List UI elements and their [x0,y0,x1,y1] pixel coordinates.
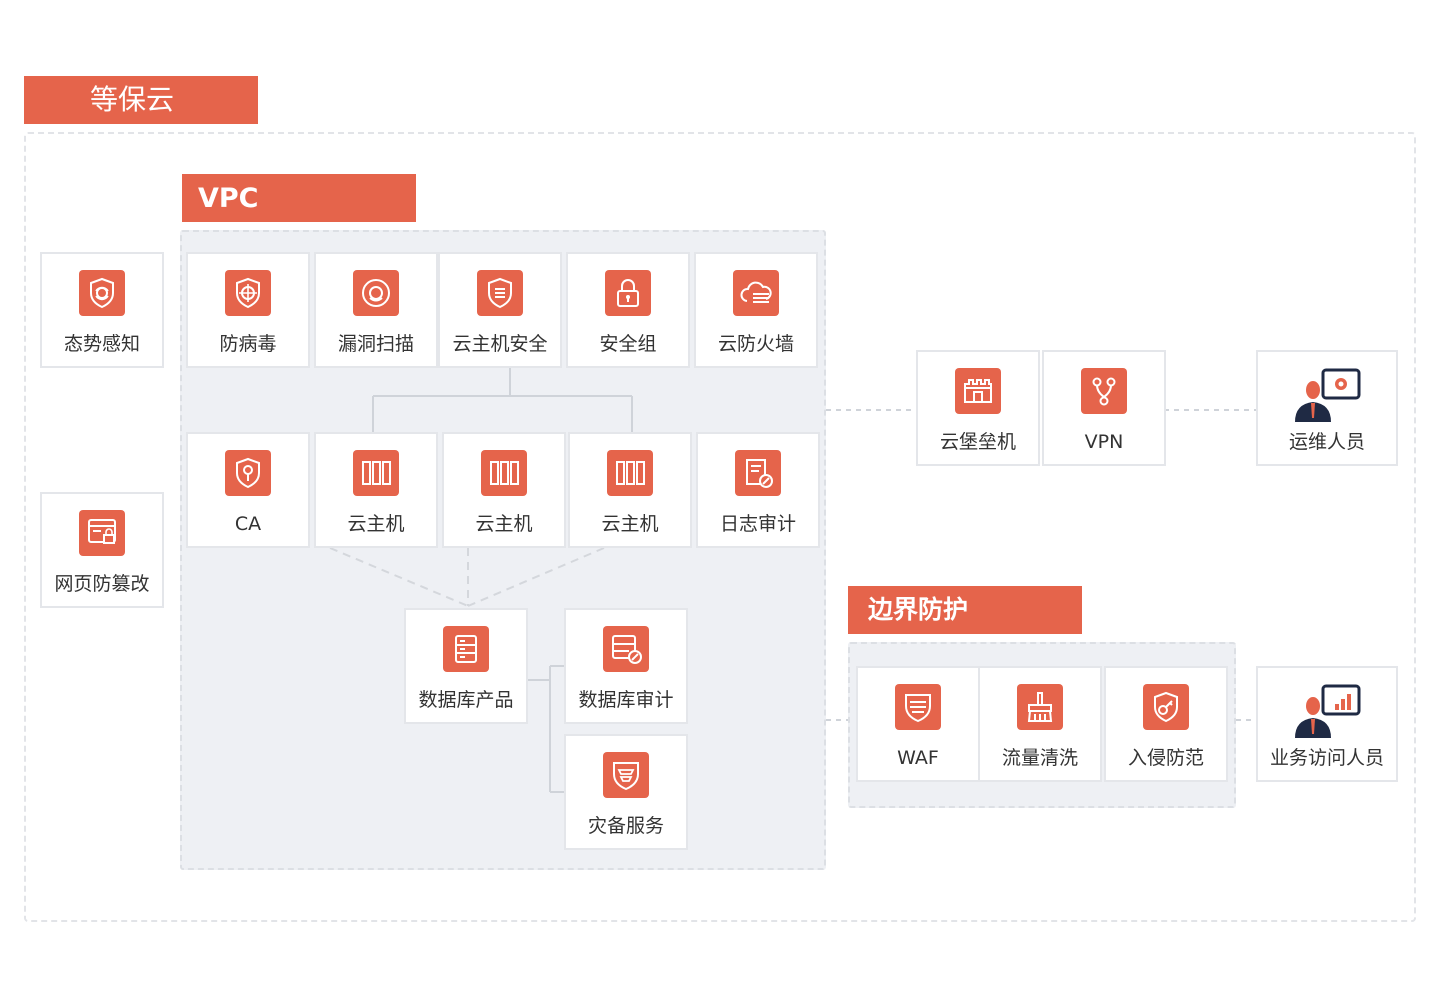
ops-person-icon [1291,366,1363,422]
shield-target-icon [225,270,271,316]
shield-key-icon [1143,684,1189,730]
situational-awareness-card[interactable]: 态势感知 [40,252,164,368]
log-audit-label: 日志审计 [719,513,796,535]
server-rack-icon [607,450,653,496]
shield-radar-icon [79,270,125,316]
waf-shield-icon [895,684,941,730]
intrusion-prevention-label: 入侵防范 [1127,747,1204,769]
database-audit-card[interactable]: 数据库审计 [564,608,688,724]
cloud-wall-icon [733,270,779,316]
cloud-host-card-2[interactable]: 云主机 [442,432,566,548]
vpn-label: VPN [1084,431,1124,453]
title-border-protection: 边界防护 [848,586,1082,634]
cloud-host-card-3[interactable]: 云主机 [568,432,692,548]
cloud-host-card-1[interactable]: 云主机 [314,432,438,548]
antivirus-label: 防病毒 [219,333,277,355]
security-group-label: 安全组 [599,333,657,355]
ops-personnel-card[interactable]: 运维人员 [1256,350,1398,466]
bastion-host-card[interactable]: 云堡垒机 [916,350,1040,466]
server-rack-icon [353,450,399,496]
waf-label: WAF [897,747,939,769]
cloud-firewall-label: 云防火墙 [717,333,794,355]
cloud-host-label-3: 云主机 [601,513,659,535]
security-group-card[interactable]: 安全组 [566,252,690,368]
vpn-branch-icon [1081,368,1127,414]
traffic-cleaning-card[interactable]: 流量清洗 [978,666,1102,782]
database-audit-label: 数据库审计 [578,689,674,711]
intrusion-prevention-card[interactable]: 入侵防范 [1104,666,1228,782]
database-icon [443,626,489,672]
vulnerability-scan-card[interactable]: 漏洞扫描 [314,252,438,368]
cloud-firewall-card[interactable]: 云防火墙 [694,252,818,368]
webpage-lock-icon [79,510,125,556]
log-check-icon [735,450,781,496]
title-vpc: VPC [182,174,416,222]
host-security-card[interactable]: 云主机安全 [438,252,562,368]
fortress-icon [955,368,1001,414]
bastion-host-label: 云堡垒机 [939,431,1016,453]
disaster-backup-label: 灾备服务 [587,815,664,837]
vulnerability-scan-label: 漏洞扫描 [337,333,414,355]
server-rack-icon [481,450,527,496]
cloud-host-label-1: 云主机 [347,513,405,535]
waf-card[interactable]: WAF [856,666,980,782]
situational-awareness-label: 态势感知 [63,333,140,355]
ca-label: CA [234,513,262,535]
web-tamper-protection-label: 网页防篡改 [54,573,150,595]
business-person-icon [1291,682,1363,738]
vpn-card[interactable]: VPN [1042,350,1166,466]
ca-card[interactable]: CA [186,432,310,548]
log-audit-card[interactable]: 日志审计 [696,432,820,548]
scan-circle-icon [353,270,399,316]
shield-key-icon [225,450,271,496]
host-security-label: 云主机安全 [452,333,548,355]
shield-list-icon [477,270,523,316]
database-product-label: 数据库产品 [418,689,514,711]
padlock-icon [605,270,651,316]
dengbao-cloud-container [24,132,1416,922]
traffic-cleaning-label: 流量清洗 [1001,747,1078,769]
broom-icon [1017,684,1063,730]
title-dengbaoyun: 等保云 [24,76,258,124]
database-audit-icon [603,626,649,672]
cloud-host-label-2: 云主机 [475,513,533,535]
ops-personnel-label: 运维人员 [1288,431,1365,453]
disaster-backup-card[interactable]: 灾备服务 [564,734,688,850]
business-users-card[interactable]: 业务访问人员 [1256,666,1398,782]
database-product-card[interactable]: 数据库产品 [404,608,528,724]
web-tamper-protection-card[interactable]: 网页防篡改 [40,492,164,608]
shield-layers-icon [603,752,649,798]
business-users-label: 业务访问人员 [1269,747,1384,769]
antivirus-card[interactable]: 防病毒 [186,252,310,368]
